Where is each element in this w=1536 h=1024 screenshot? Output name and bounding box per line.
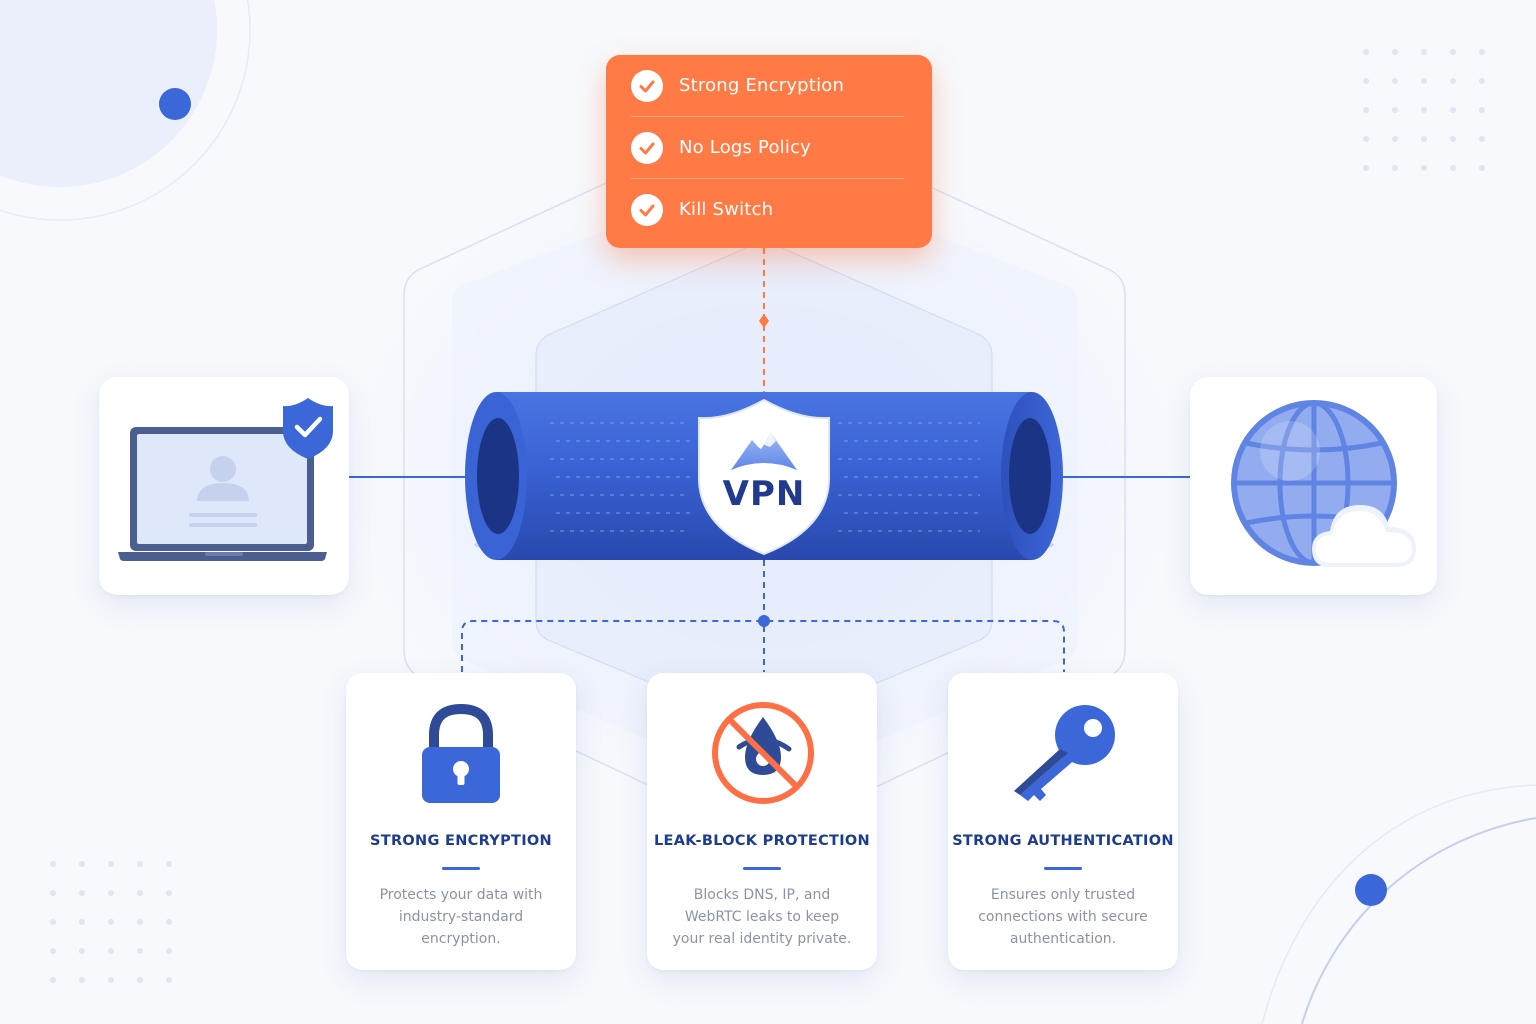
grid-dot [1392,78,1398,84]
grid-dot [166,977,172,983]
grid-dot [50,948,56,954]
title-underline [1044,867,1082,870]
feature-item: No Logs Policy [631,117,904,179]
grid-dot [50,890,56,896]
grid-dot [50,919,56,925]
internet-card[interactable] [1190,377,1437,595]
corner-arc [1301,817,1536,1024]
key-icon [1014,705,1115,801]
grid-dot [1479,78,1485,84]
grid-dot [1363,49,1369,55]
grid-dot [79,890,85,896]
grid-dot [108,890,114,896]
connector-top-node [759,314,769,328]
grid-dot [1392,165,1398,171]
dot-grid [50,861,172,983]
title-underline [743,867,781,870]
connector-branch [461,620,1065,672]
card-description: Protects your data with industry-standar… [379,887,543,947]
grid-dot [1363,78,1369,84]
laptop-icon [118,427,327,561]
corner-ring [0,0,251,221]
connector-branch-node [758,615,770,627]
feature-label: Kill Switch [679,199,774,220]
grid-dot [166,948,172,954]
grid-dot [1421,165,1427,171]
grid-dot [1363,165,1369,171]
info-card-leak-block[interactable]: LEAK-BLOCK PROTECTION Blocks DNS, IP, an… [647,673,877,970]
card-title: LEAK-BLOCK PROTECTION [654,833,870,849]
grid-dot [1421,136,1427,142]
grid-dot [1479,107,1485,113]
grid-dot [79,919,85,925]
grid-dot [1421,49,1427,55]
padlock-icon [422,703,500,803]
feature-item: Strong Encryption [631,55,904,117]
corner-arc [1261,784,1536,1024]
grid-dot [108,948,114,954]
feature-item: Kill Switch [631,179,904,240]
grid-dot [137,919,143,925]
card-description: Blocks DNS, IP, and WebRTC leaks to keep… [672,887,852,947]
features-panel: Strong Encryption No Logs Policy Kill Sw… [606,55,932,248]
card-title: STRONG AUTHENTICATION [952,833,1174,849]
check-icon [631,193,663,226]
grid-dot [1450,107,1456,113]
grid-dot [1392,107,1398,113]
grid-dot [1421,107,1427,113]
card-description: Ensures only trusted connections with se… [978,887,1148,947]
grid-dot [108,977,114,983]
info-card-authentication[interactable]: STRONG AUTHENTICATION Ensures only trust… [948,673,1178,970]
globe-icon [1231,400,1397,566]
grid-dot [166,861,172,867]
grid-dot [79,861,85,867]
corner-dot [1355,874,1387,906]
grid-dot [1450,49,1456,55]
check-icon [631,69,663,102]
vpn-label: VPN [722,474,806,514]
grid-dot [137,977,143,983]
grid-dot [137,890,143,896]
grid-dot [1479,49,1485,55]
shield-check-icon [283,398,333,459]
grid-dot [166,890,172,896]
grid-dot [137,948,143,954]
grid-dot [1363,136,1369,142]
check-icon [631,131,663,164]
vpn-shield-icon [698,398,830,556]
grid-dot [50,861,56,867]
grid-dot [137,861,143,867]
no-leak-icon [712,702,814,804]
card-title: STRONG ENCRYPTION [370,833,552,849]
grid-dot [1421,78,1427,84]
grid-dot [1392,136,1398,142]
grid-dot [108,861,114,867]
feature-label: Strong Encryption [679,75,845,96]
grid-dot [1479,136,1485,142]
grid-dot [79,977,85,983]
grid-dot [1450,165,1456,171]
grid-dot [79,948,85,954]
cloud-icon [1312,505,1416,567]
corner-dot [159,88,191,120]
grid-dot [1363,107,1369,113]
grid-dot [50,977,56,983]
grid-dot [166,919,172,925]
grid-dot [1450,136,1456,142]
grid-dot [1392,49,1398,55]
grid-dot [1450,78,1456,84]
device-card[interactable] [99,377,349,595]
dot-grid [1363,49,1485,171]
grid-dot [1479,165,1485,171]
grid-dot [108,919,114,925]
feature-label: No Logs Policy [679,137,812,158]
info-card-encryption[interactable]: STRONG ENCRYPTION Protects your data wit… [346,673,576,970]
title-underline [442,867,480,870]
corner-blob [0,0,217,187]
